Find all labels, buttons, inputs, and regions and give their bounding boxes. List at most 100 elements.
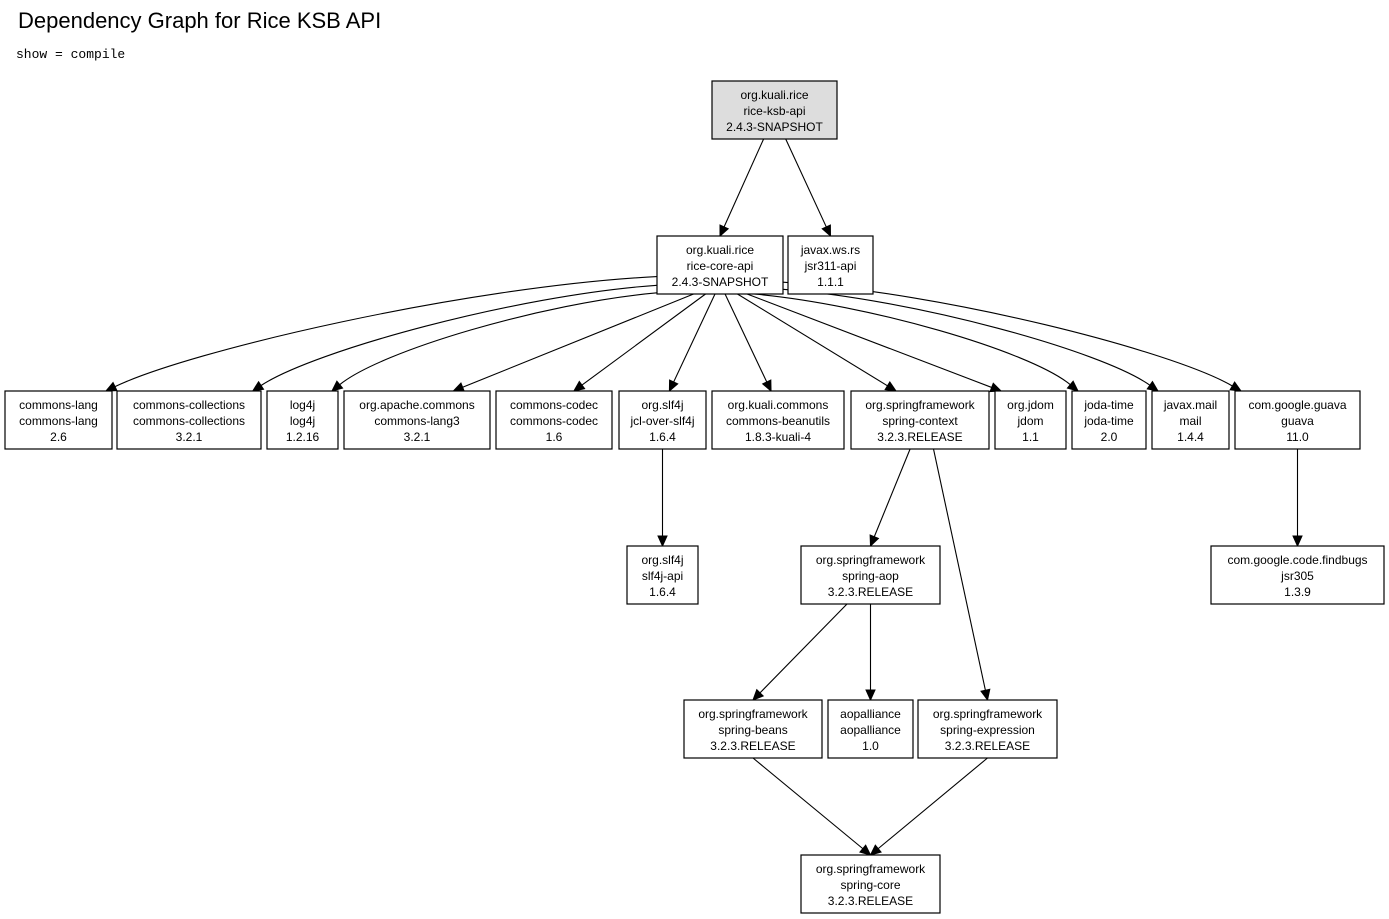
- node-artifact-id: spring-expression: [940, 723, 1035, 737]
- node-version: 1.6.4: [649, 430, 676, 444]
- edge-arrowhead: [869, 844, 882, 856]
- node-artifact-id: commons-lang3: [374, 414, 460, 428]
- node-box: [827, 699, 914, 759]
- node-artifact-id: commons-codec: [510, 414, 598, 428]
- node-spring-beans[interactable]: org.springframeworkspring-beans3.2.3.REL…: [683, 699, 823, 759]
- edge-arrowhead: [752, 688, 765, 701]
- edge-line: [782, 288, 1151, 386]
- node-box: [495, 390, 613, 450]
- edge-arrowhead: [980, 688, 991, 702]
- node-group-id: org.springframework: [865, 398, 975, 412]
- edge-line: [785, 138, 827, 228]
- node-box: [656, 235, 784, 295]
- node-artifact-id: aopalliance: [840, 723, 901, 737]
- edge-rice-ksb-api-to-jsr311-api: [785, 138, 832, 238]
- edge-line: [724, 293, 768, 383]
- edge-rice-core-api-to-jcl-over-slf4j: [668, 293, 716, 393]
- node-version: 2.0: [1101, 430, 1118, 444]
- edge-line: [877, 757, 988, 850]
- node-group-id: joda-time: [1083, 398, 1134, 412]
- edge-line: [752, 757, 864, 850]
- edge-spring-beans-to-spring-core: [752, 757, 872, 856]
- edge-arrowhead: [1229, 381, 1243, 392]
- node-commons-beanutils[interactable]: org.kuali.commonscommons-beanutils1.8.3-…: [711, 390, 845, 450]
- edge-arrowhead: [884, 381, 898, 392]
- edge-arrowhead: [572, 380, 586, 392]
- node-version: 1.6: [546, 430, 563, 444]
- node-spring-context[interactable]: org.springframeworkspring-context3.2.3.R…: [850, 390, 990, 450]
- node-artifact-id: rice-ksb-api: [743, 104, 805, 118]
- node-artifact-id: commons-lang: [19, 414, 98, 428]
- node-group-id: org.jdom: [1007, 398, 1054, 412]
- node-box: [711, 80, 838, 140]
- node-group-id: commons-lang: [19, 398, 98, 412]
- edge-rice-core-api-to-spring-context: [737, 293, 898, 392]
- node-version: 3.2.3.RELEASE: [710, 739, 795, 753]
- node-spring-expression[interactable]: org.springframeworkspring-expression3.2.…: [917, 699, 1058, 759]
- node-group-id: org.springframework: [816, 862, 926, 876]
- node-version: 2.4.3-SNAPSHOT: [726, 120, 823, 134]
- edge-arrowhead: [761, 379, 772, 393]
- node-version: 1.6.4: [649, 585, 676, 599]
- edge-line: [932, 448, 986, 691]
- node-box: [683, 699, 823, 759]
- node-version: 3.2.1: [176, 430, 203, 444]
- edge-arrowhead: [869, 534, 880, 548]
- edge-line: [782, 281, 1233, 387]
- edge-spring-expression-to-spring-core: [869, 757, 988, 856]
- node-group-id: org.slf4j: [641, 398, 683, 412]
- node-box: [1151, 390, 1230, 450]
- nodes-layer: org.kuali.ricerice-ksb-api2.4.3-SNAPSHOT…: [4, 80, 1385, 914]
- edge-arrowhead: [1292, 535, 1303, 548]
- node-spring-core[interactable]: org.springframeworkspring-core3.2.3.RELE…: [800, 854, 941, 914]
- node-artifact-id: commons-collections: [133, 414, 245, 428]
- node-rice-core-api[interactable]: org.kuali.ricerice-core-api2.4.3-SNAPSHO…: [656, 235, 784, 295]
- node-group-id: org.slf4j: [641, 553, 683, 567]
- node-artifact-id: jsr305: [1280, 569, 1314, 583]
- node-box: [787, 235, 874, 295]
- edge-line: [462, 293, 694, 388]
- node-artifact-id: spring-aop: [842, 569, 899, 583]
- edge-arrowhead: [989, 382, 1003, 393]
- node-box: [266, 390, 339, 450]
- node-box: [1071, 390, 1147, 450]
- edge-arrowhead: [104, 381, 118, 392]
- edge-arrowhead: [821, 224, 832, 238]
- edge-arrowhead: [859, 844, 872, 856]
- edge-rice-core-api-to-joda-time: [753, 293, 1079, 392]
- node-artifact-id: guava: [1281, 414, 1314, 428]
- edge-arrowhead: [1066, 380, 1079, 392]
- node-spring-aop[interactable]: org.springframeworkspring-aop3.2.3.RELEA…: [800, 545, 941, 605]
- node-version: 3.2.3.RELEASE: [945, 739, 1030, 753]
- node-group-id: commons-codec: [510, 398, 598, 412]
- node-commons-collections[interactable]: commons-collectionscommons-collections3.…: [116, 390, 262, 450]
- edge-spring-aop-to-spring-beans: [752, 603, 848, 701]
- edge-arrowhead: [1146, 380, 1159, 392]
- edge-arrowhead: [668, 379, 679, 393]
- edge-rice-core-api-to-guava: [782, 281, 1243, 392]
- edge-line: [339, 292, 658, 386]
- edge-line: [737, 293, 888, 387]
- edge-arrowhead: [865, 689, 876, 702]
- node-commons-codec[interactable]: commons-codec commons-codec 1.6: [495, 390, 613, 450]
- edge-arrowhead: [452, 382, 466, 392]
- page-title: Dependency Graph for Rice KSB API: [18, 8, 382, 33]
- node-version: 1.8.3-kuali-4: [745, 430, 811, 444]
- node-version: 3.2.1: [404, 430, 431, 444]
- node-box: [994, 390, 1067, 450]
- node-version: 3.2.3.RELEASE: [828, 585, 913, 599]
- edge-rice-core-api-to-log4j: [331, 292, 658, 392]
